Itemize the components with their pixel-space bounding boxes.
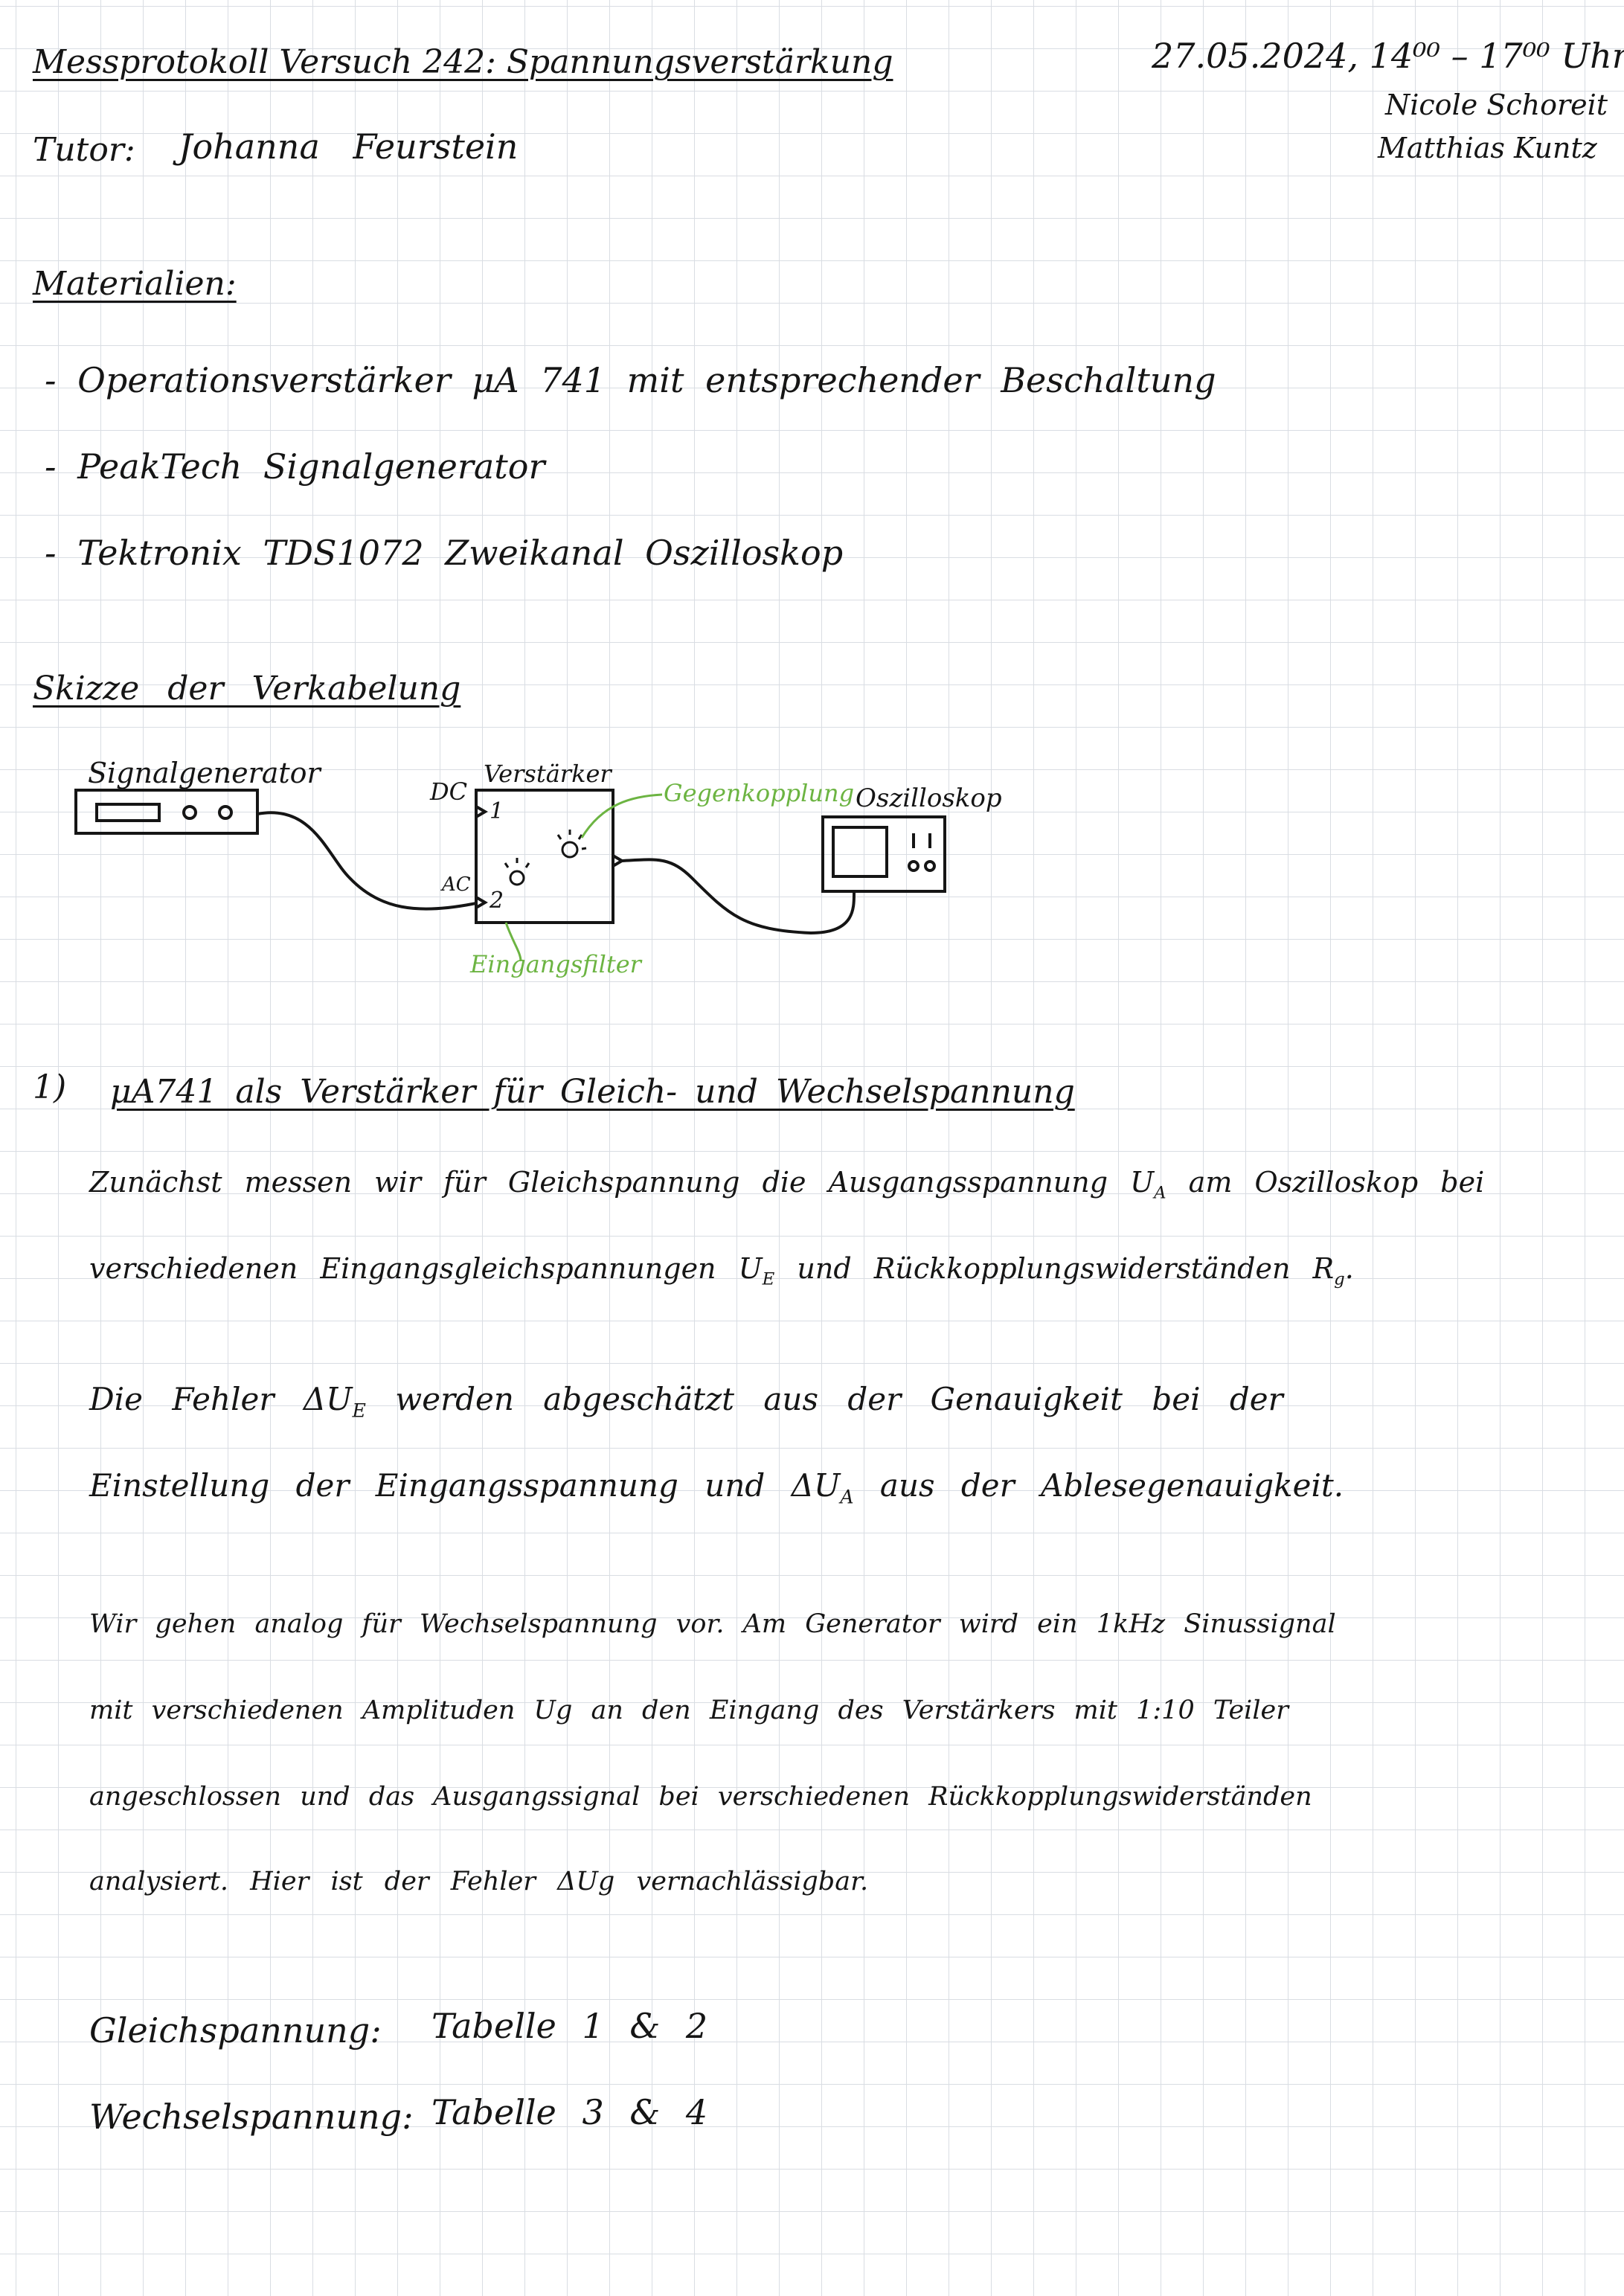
paragraph-line: Einstellung der Eingangsspannung und ΔUA… — [89, 1467, 1344, 1508]
signal-generator-device — [74, 789, 259, 835]
amplifier-device — [475, 789, 625, 924]
paragraph-line: Die Fehler ΔUE werden abgeschätzt aus de… — [89, 1381, 1283, 1422]
input-filter-label: Eingangsfilter — [470, 950, 641, 978]
cable — [257, 811, 477, 911]
author-name: Matthias Kuntz — [1378, 132, 1597, 164]
signal-generator-label: Signalgenerator — [88, 757, 321, 789]
materials-heading: Materialien: — [33, 265, 237, 303]
paragraph-line: analysiert. Hier ist der Fehler ΔUg vern… — [89, 1867, 869, 1896]
paragraph-line: mit verschiedenen Amplituden Ug an den E… — [89, 1696, 1289, 1725]
list-item: - Tektronix TDS1072 Zweikanal Oszillosko… — [45, 533, 844, 573]
dc-label: DC — [430, 777, 468, 806]
section-number: 1) — [33, 1068, 67, 1106]
paragraph-line: angeschlossen und das Ausgangssignal bei… — [89, 1782, 1312, 1812]
cable — [621, 858, 856, 935]
dc-tables-label: Gleichspannung: — [89, 2010, 382, 2050]
ac-label: AC — [442, 873, 471, 896]
author-name: Nicole Schoreit — [1385, 89, 1608, 121]
tutor-label: Tutor: — [33, 131, 135, 169]
paragraph-line: verschiedenen Eingangsgleichspannungen U… — [89, 1252, 1354, 1289]
ac-tables-ref: Tabelle 3 & 4 — [431, 2092, 708, 2132]
sketch-heading: Skizze der Verkabelung — [33, 670, 461, 708]
protocol-title: Messprotokoll Versuch 242: Spannungsvers… — [33, 43, 893, 81]
knob-icon — [504, 830, 587, 886]
oscilloscope-device — [821, 815, 946, 893]
list-item: - PeakTech Signalgenerator — [45, 446, 545, 487]
oscilloscope-label: Oszilloskop — [856, 783, 1002, 813]
paragraph-line: Zunächst messen wir für Gleichspannung d… — [89, 1166, 1485, 1203]
list-item: - Operationsverstärker μA 741 mit entspr… — [45, 360, 1216, 400]
amplifier-label: Verstärker — [484, 760, 612, 788]
ac-tables-label: Wechselspannung: — [89, 2097, 414, 2137]
input-number: 1 — [490, 798, 504, 824]
feedback-label: Gegenkopplung — [664, 779, 855, 807]
tutor-name: Johanna Feurstein — [179, 126, 519, 167]
dc-tables-ref: Tabelle 1 & 2 — [431, 2006, 708, 2046]
paragraph-line: Wir gehen analog für Wechselspannung vor… — [89, 1609, 1336, 1639]
date-time: 27.05.2024, 14⁰⁰ – 17⁰⁰ Uhr — [1152, 36, 1624, 76]
section-heading: μA741 als Verstärker für Gleich- und Wec… — [110, 1073, 1075, 1111]
input-number: 2 — [490, 888, 504, 914]
